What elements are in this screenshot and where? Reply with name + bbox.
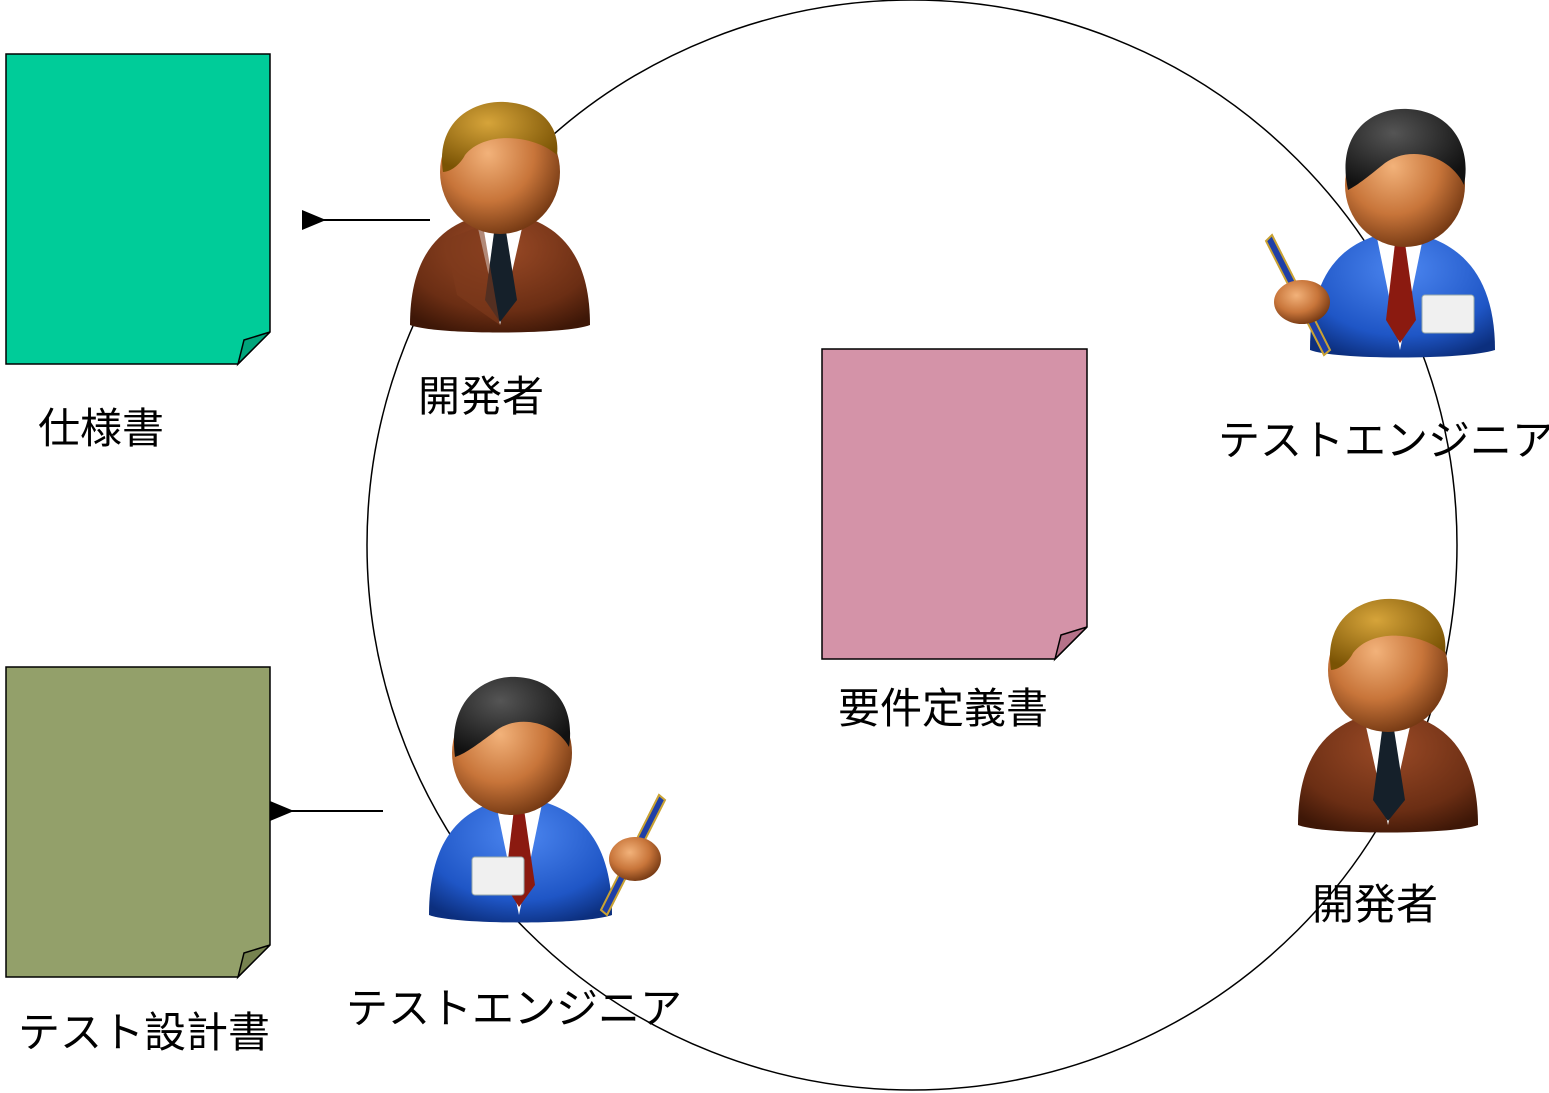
requirements-document-label: 要件定義書 — [838, 684, 1049, 733]
developer-label: 開発者 — [1312, 880, 1439, 929]
spec-document-icon — [5, 53, 271, 367]
developer-person-icon — [1298, 598, 1478, 833]
cycle-circle — [366, 0, 1458, 1091]
test-engineer-person-icon — [429, 676, 667, 923]
developer-label: 開発者 — [418, 372, 545, 421]
test-engineer-label: テストエンジニア — [346, 984, 683, 1033]
test-engineer-person-icon — [1264, 108, 1495, 358]
developer-person-icon — [410, 101, 590, 333]
spec-document-label: 仕様書 — [38, 404, 165, 453]
requirements-document-icon — [821, 348, 1088, 662]
test-design-document-icon — [5, 666, 271, 980]
test-design-document-label: テスト設計書 — [18, 1008, 271, 1057]
test-engineer-label: テストエンジニア — [1218, 416, 1549, 465]
